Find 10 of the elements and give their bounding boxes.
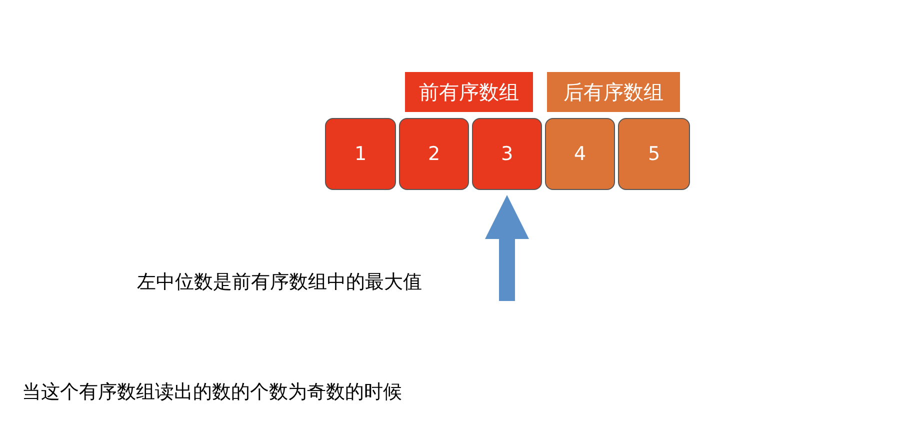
array-label: 后有序数组: [547, 72, 680, 112]
note-text: 左中位数是前有序数组中的最大值: [137, 270, 422, 295]
array-cell: 2: [399, 118, 469, 190]
note-text: 当这个有序数组读出的数的个数为奇数的时候: [22, 380, 402, 405]
array-cell: 3: [472, 118, 542, 190]
array-cell: 4: [545, 118, 615, 190]
array-cell: 1: [325, 118, 396, 190]
arrow: [485, 195, 529, 301]
array-label: 前有序数组: [405, 72, 533, 112]
array-cell: 5: [618, 118, 690, 190]
